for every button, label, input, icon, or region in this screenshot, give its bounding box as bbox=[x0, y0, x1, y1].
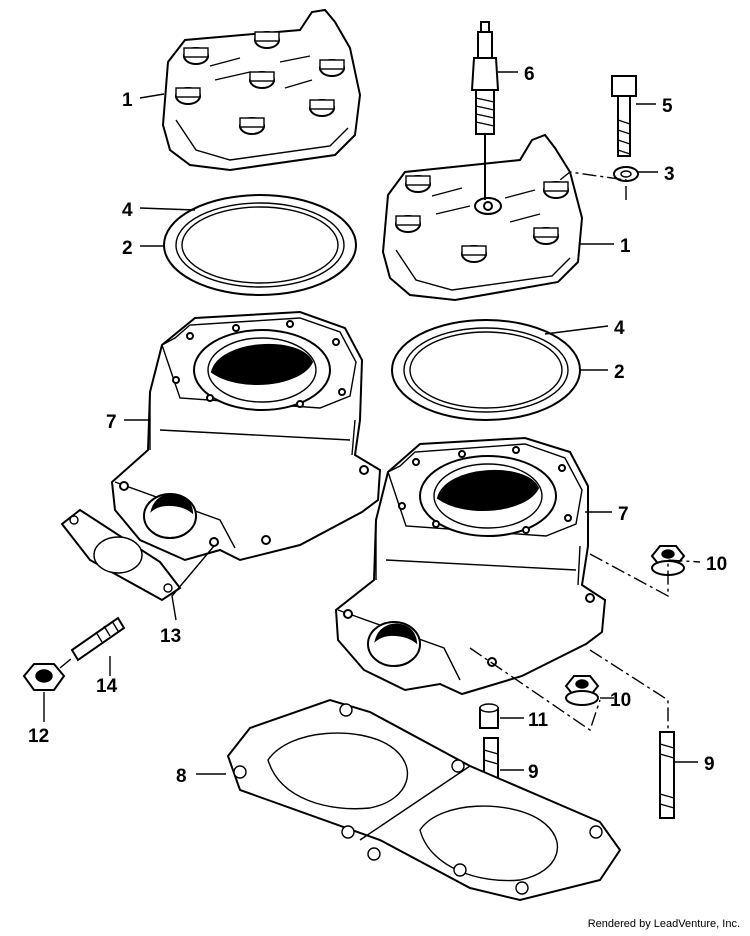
callout-4-left: 4 bbox=[122, 200, 133, 221]
footer-credit: Rendered by LeadVenture, Inc. bbox=[587, 918, 740, 930]
callout-1-right: 1 bbox=[620, 236, 631, 257]
callout-7-right: 7 bbox=[618, 504, 629, 525]
callout-2-left: 2 bbox=[122, 238, 133, 259]
head-bolt bbox=[611, 75, 637, 157]
callout-9-right: 9 bbox=[704, 754, 715, 775]
callout-10-lower: 10 bbox=[610, 690, 631, 711]
head-gasket-left bbox=[163, 194, 357, 296]
exhaust-stud bbox=[70, 616, 126, 662]
callout-12: 12 bbox=[28, 726, 49, 747]
leader-lines bbox=[43, 71, 701, 775]
callout-11: 11 bbox=[528, 710, 549, 731]
exhaust-nut bbox=[22, 663, 66, 691]
spark-plug bbox=[470, 21, 500, 200]
cylinder-right bbox=[334, 436, 607, 696]
callout-labels: 1 4 2 6 5 3 1 4 2 7 7 10 13 14 10 12 11 … bbox=[28, 64, 727, 787]
exhaust-gasket bbox=[60, 508, 182, 602]
callout-5: 5 bbox=[662, 96, 673, 117]
flange-nut-lower bbox=[564, 675, 600, 706]
callout-8: 8 bbox=[176, 766, 187, 787]
callout-2-right: 2 bbox=[614, 362, 625, 383]
callout-9-center: 9 bbox=[528, 762, 539, 783]
callout-4-right: 4 bbox=[614, 318, 625, 339]
head-gasket-right bbox=[391, 319, 581, 421]
cylinder-stud-right bbox=[659, 731, 675, 819]
callout-13: 13 bbox=[160, 626, 181, 647]
small-nut bbox=[479, 703, 499, 729]
callout-14: 14 bbox=[96, 676, 118, 697]
callout-1-left: 1 bbox=[122, 90, 133, 111]
cylinder-left bbox=[110, 310, 382, 562]
callout-6: 6 bbox=[524, 64, 535, 85]
callout-10-upper: 10 bbox=[706, 554, 727, 575]
base-gasket bbox=[226, 698, 622, 902]
flange-nut-upper bbox=[650, 545, 686, 576]
callout-3: 3 bbox=[664, 164, 675, 185]
cylinder-head-right bbox=[381, 133, 584, 302]
cylinder-head-left bbox=[161, 8, 362, 172]
callout-7-left: 7 bbox=[106, 412, 117, 433]
